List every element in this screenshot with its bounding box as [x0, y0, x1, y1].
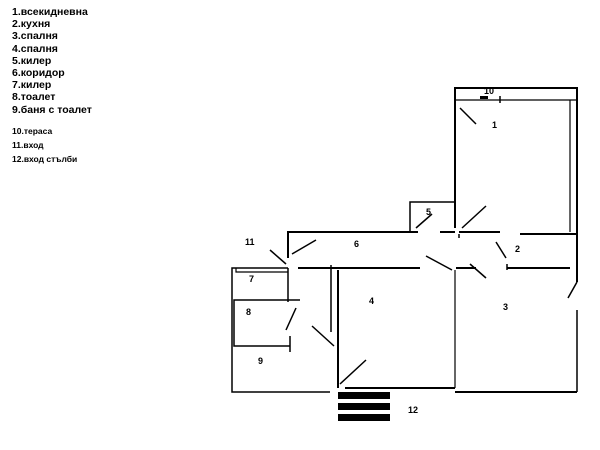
- label-5: 5: [426, 207, 431, 217]
- label-12: 12: [408, 405, 418, 415]
- label-3: 3: [503, 302, 508, 312]
- room-2-walls: [506, 236, 578, 270]
- legend-item: 7.килер: [12, 79, 52, 92]
- label-1: 1: [492, 120, 497, 130]
- label-7: 7: [249, 274, 254, 284]
- label-9: 9: [258, 356, 263, 366]
- legend-item: 9.баня с тоалет: [12, 103, 92, 116]
- legend-item: 3.спалня: [12, 30, 58, 43]
- legend-item: 1.всекидневна: [12, 6, 88, 18]
- room-4-walls: [330, 265, 456, 389]
- legend-item: 5.килер: [12, 54, 52, 67]
- legend-item: 2.кухня: [12, 18, 51, 31]
- legend-item: 6.коридор: [12, 67, 65, 80]
- room-3-walls: [455, 310, 578, 393]
- legend-item: 12.вход стълби: [12, 153, 78, 164]
- label-11: 11: [245, 237, 255, 247]
- legend-item: 8.тоалет: [12, 91, 56, 104]
- room-5-walls: [409, 201, 455, 232]
- room-labels: 10 1 5 2 11 6 7 4 3 8 9 12: [245, 86, 520, 415]
- legend-rooms: 1.всекидневна 2.кухня 3.спалня 4.спалня …: [12, 6, 92, 116]
- door-swings: [269, 107, 578, 385]
- rooms-7-8-9-walls: [231, 267, 330, 393]
- entrance-stairs: [338, 392, 390, 421]
- legend-item: 4.спалня: [12, 42, 58, 55]
- legend: 1.всекидневна 2.кухня 3.спалня 4.спалня …: [12, 6, 92, 166]
- corridor-walls: [287, 231, 476, 269]
- label-4: 4: [369, 296, 374, 306]
- label-2: 2: [515, 244, 520, 254]
- legend-item: 10.тераса: [12, 125, 53, 136]
- legend-item: 11.вход: [12, 139, 44, 150]
- label-10: 10: [484, 86, 494, 96]
- legend-extras: 10.тераса 11.вход 12.вход стълби: [12, 124, 92, 166]
- label-8: 8: [246, 307, 251, 317]
- label-6: 6: [354, 239, 359, 249]
- room-1-walls: [454, 87, 578, 282]
